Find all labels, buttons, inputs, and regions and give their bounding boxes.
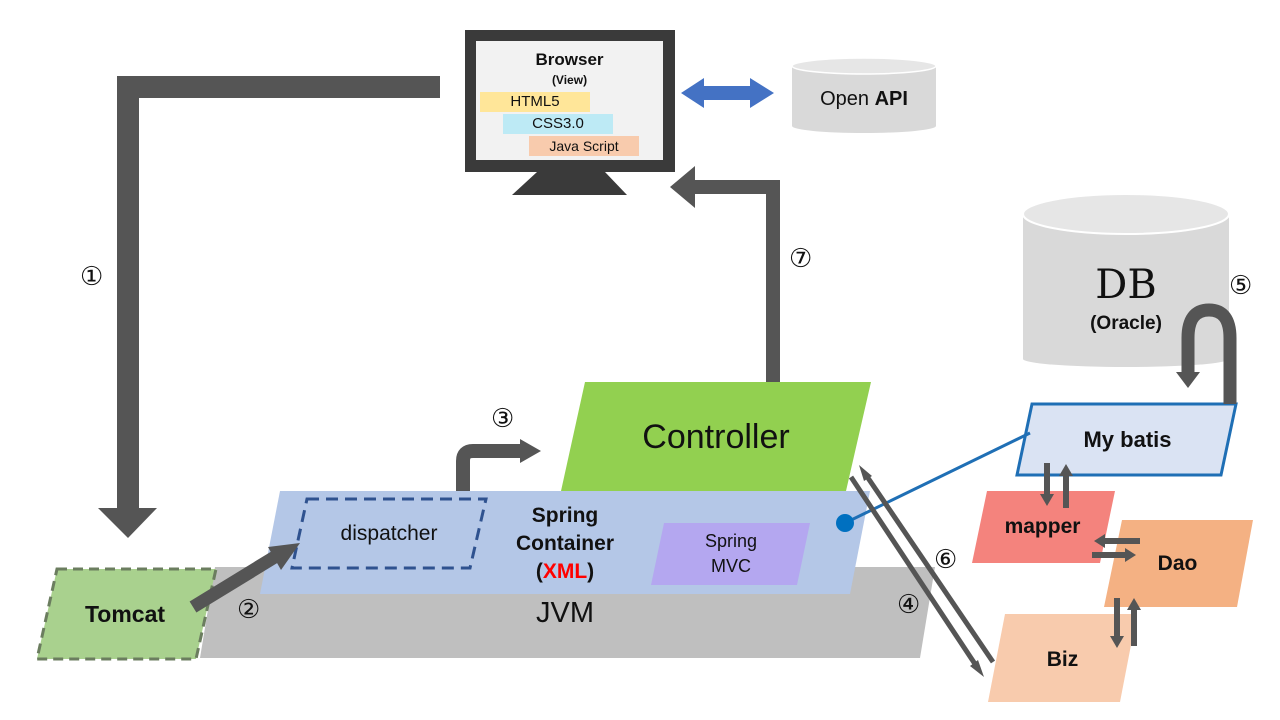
dispatcher-label: dispatcher (340, 522, 438, 545)
step-1-label: ① (80, 262, 104, 292)
step4-step6-arrows (848, 465, 996, 677)
mapper-label: mapper (1004, 515, 1081, 538)
open-api-top (791, 57, 937, 75)
mybatis-box (1015, 402, 1238, 477)
monitor-stand (512, 172, 627, 195)
xml-label: XML (542, 560, 588, 583)
html5-label: HTML5 (510, 93, 560, 110)
tomcat-label: Tomcat (84, 601, 166, 627)
css3-tag (503, 114, 613, 134)
db-bottom (1023, 351, 1229, 367)
open-api-bold: API (874, 88, 908, 110)
db-subtitle: (Oracle) (1090, 313, 1162, 334)
mapper-box (972, 491, 1115, 563)
open-api-bottom (792, 119, 936, 133)
open-api-prefix: Open (820, 88, 875, 110)
dispatcher-box (290, 497, 488, 570)
spring-mvc-line2: MVC (711, 556, 751, 576)
db-top (1022, 193, 1230, 235)
step-2-label: ② (237, 595, 261, 625)
dao-box (1104, 520, 1253, 607)
mybatis-label: My batis (1083, 427, 1172, 452)
step-6-label: ⑥ (934, 545, 958, 575)
css3-label: CSS3.0 (532, 115, 584, 132)
spring-container-line1: Spring (531, 504, 599, 527)
mybatis-connector-dot (836, 514, 854, 532)
open-api-body (792, 66, 936, 126)
step1-arrow (98, 76, 440, 538)
browser-title: Browser (535, 50, 604, 69)
paren-close: ) (587, 560, 595, 583)
step5-loop-arrow (1176, 303, 1237, 404)
spring-mvc-line1: Spring (704, 531, 758, 551)
step2-arrow (189, 543, 300, 613)
controller-box (561, 382, 871, 491)
paren-open: ( (535, 560, 543, 583)
db-body (1023, 214, 1229, 359)
browser-api-double-arrow (681, 78, 774, 108)
step-5-label: ⑤ (1229, 271, 1253, 301)
controller-label: Controller (642, 418, 790, 456)
mybatis-connector-line (844, 431, 1031, 525)
biz-box (988, 614, 1137, 702)
mapper-dao-arrows (1092, 534, 1140, 562)
tomcat-box (35, 567, 218, 661)
spring-mvc-box (651, 523, 810, 585)
browser-subtitle: (View) (551, 73, 588, 87)
db-title: DB (1095, 262, 1157, 308)
open-api-label: Open API (792, 88, 936, 111)
step3-arrow (456, 439, 541, 491)
step7-arrow (670, 166, 780, 382)
dao-label: Dao (1157, 552, 1198, 575)
step-3-label: ③ (491, 404, 515, 434)
dao-biz-arrows (1110, 598, 1141, 648)
step-7-label: ⑦ (789, 244, 813, 274)
biz-label: Biz (1046, 648, 1079, 671)
javascript-tag (529, 136, 639, 156)
step-4-label: ④ (897, 590, 921, 620)
spring-container-line3: (XML) (505, 560, 625, 584)
html5-tag (480, 92, 590, 112)
javascript-label: Java Script (549, 138, 619, 154)
jvm-label: JVM (536, 597, 594, 629)
mybatis-mapper-arrows (1040, 463, 1073, 508)
spring-container-line2: Container (515, 532, 614, 555)
